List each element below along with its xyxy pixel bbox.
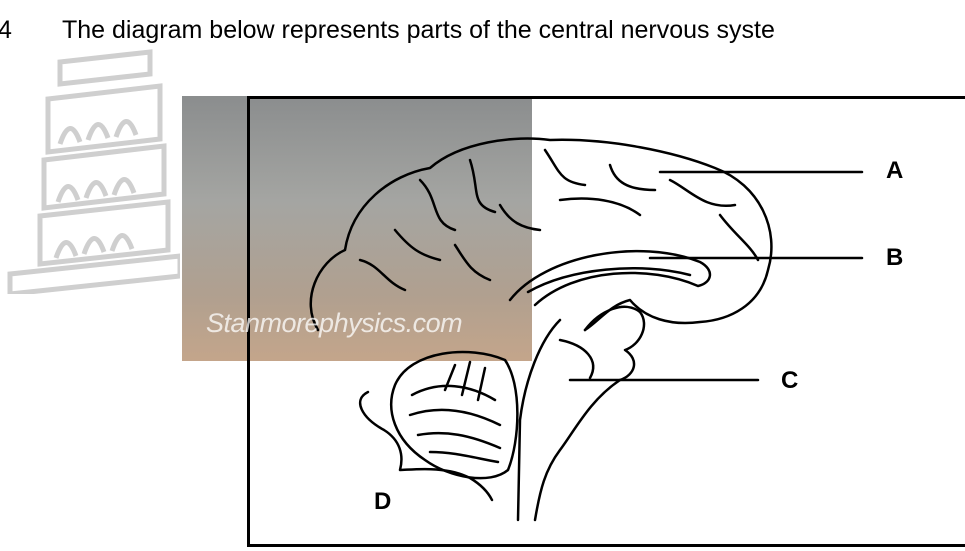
brace-d bbox=[360, 392, 492, 500]
label-c: C bbox=[781, 367, 798, 395]
brain-stem bbox=[518, 320, 560, 520]
label-a: A bbox=[886, 157, 903, 185]
label-d: D bbox=[374, 488, 391, 516]
watermark-text: Stanmorephysics.com bbox=[206, 308, 462, 339]
label-b: B bbox=[886, 244, 903, 272]
